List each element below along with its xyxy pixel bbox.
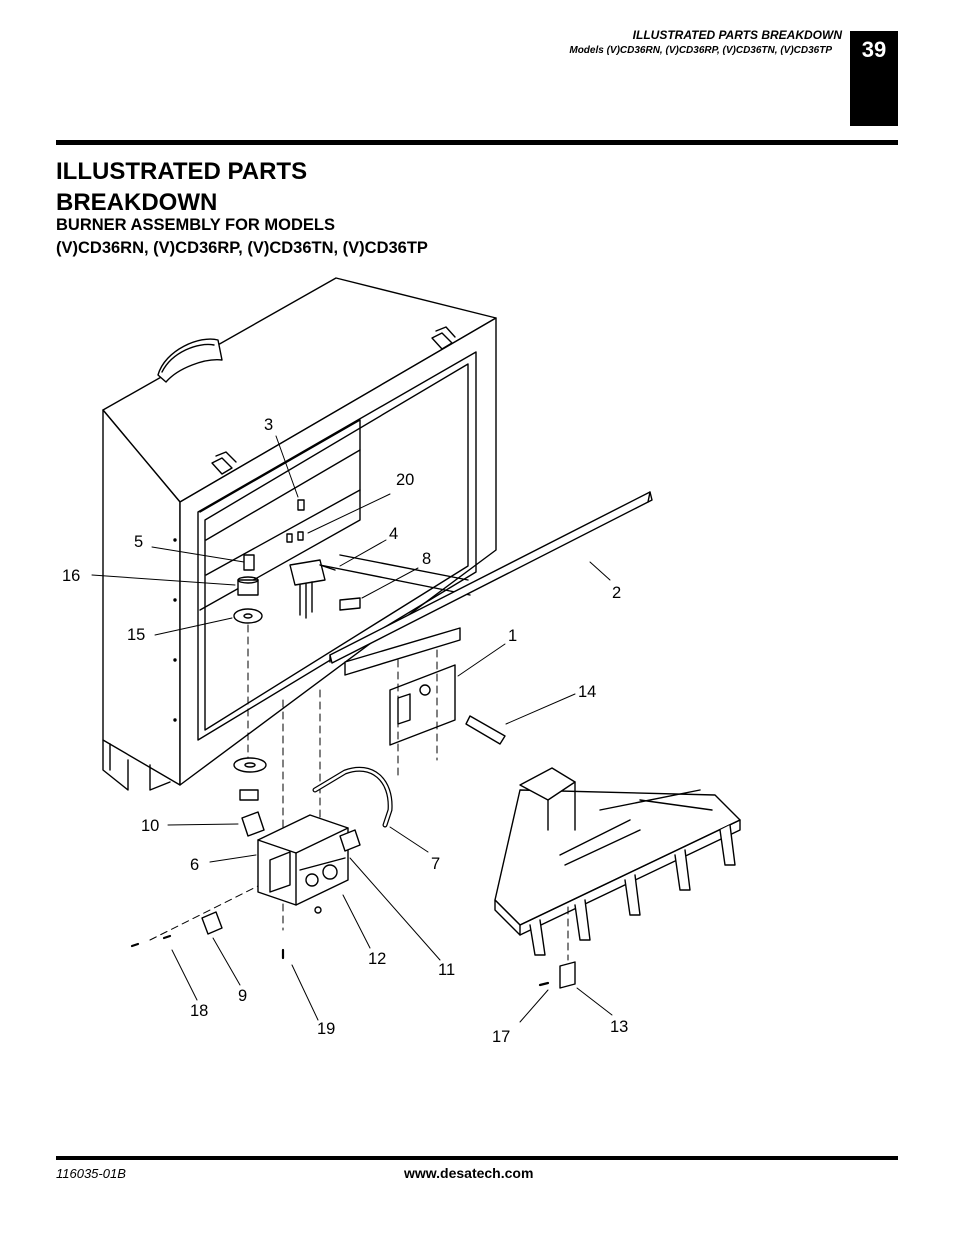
part-17-screw [538, 981, 550, 987]
callout-10: 10 [141, 817, 159, 835]
subtitle-line-1: BURNER ASSEMBLY FOR MODELS [56, 216, 336, 234]
callout-18: 18 [190, 1002, 208, 1020]
part-20-screws [286, 531, 304, 543]
firebox-housing [102, 277, 497, 791]
callout-11: 11 [438, 961, 455, 979]
part-4-pilot-assembly [289, 559, 336, 619]
part-16-nut [237, 576, 259, 596]
callout-13: 13 [610, 1018, 628, 1036]
part-15-gasket [233, 608, 263, 624]
part-9-fitting [201, 911, 223, 935]
page-subtitle: BURNER ASSEMBLY FOR MODELS (V)CD36RN, (V… [56, 214, 616, 260]
part-11-fitting [339, 829, 361, 852]
callout-19: 19 [317, 1020, 335, 1038]
part-8-clip [339, 597, 361, 611]
title-line-1: ILLUSTRATED PARTS [56, 158, 308, 185]
callout-14: 14 [578, 683, 596, 701]
callout-7: 7 [431, 855, 440, 873]
callout-16: 16 [62, 567, 80, 585]
subtitle-line-2: (V)CD36RN, (V)CD36RP, (V)CD36TN, (V)CD36… [56, 239, 428, 257]
header-section-title: ILLUSTRATED PARTS BREAKDOWN [632, 28, 842, 42]
callout-8: 8 [422, 550, 431, 568]
website-link[interactable]: www.desatech.com [404, 1165, 534, 1181]
page-number-tab: 39 [850, 31, 898, 126]
latch-right [431, 326, 456, 350]
part-1-bracket [344, 627, 461, 746]
callout-3: 3 [264, 416, 273, 434]
callouts: 3 20 4 5 8 16 2 15 1 14 10 6 7 12 11 9 1… [62, 416, 628, 1046]
callout-2: 2 [612, 584, 621, 602]
part-6-gas-valve [257, 814, 349, 906]
callout-9: 9 [238, 987, 247, 1005]
part-5-fitting [243, 554, 255, 571]
latch-left [211, 451, 237, 475]
part-3-orifice [297, 499, 305, 511]
part-12-knob [314, 906, 322, 914]
part-7-gas-tube [312, 766, 393, 828]
header-models: Models (V)CD36RN, (V)CD36RP, (V)CD36TN, … [569, 45, 832, 56]
page-title: ILLUSTRATED PARTS BREAKDOWN [56, 156, 456, 218]
callout-1: 1 [508, 627, 517, 645]
document-number: 116035-01B [56, 1166, 126, 1181]
bottom-rule [56, 1156, 898, 1160]
leader-lines [91, 435, 613, 1023]
title-line-2: BREAKDOWN [56, 189, 218, 216]
lower-gasket [233, 757, 267, 801]
burner-tray [494, 767, 741, 956]
callout-12: 12 [368, 950, 386, 968]
part-18-screws [130, 934, 172, 948]
callout-15: 15 [127, 626, 145, 644]
top-rule [56, 140, 898, 145]
callout-4: 4 [389, 525, 398, 543]
part-10-solenoid [241, 811, 265, 837]
callout-20: 20 [396, 471, 414, 489]
callout-6: 6 [190, 856, 199, 874]
part-14-igniter [465, 715, 506, 745]
callout-17: 17 [492, 1028, 510, 1046]
part-2-rail [329, 491, 653, 664]
callout-5: 5 [134, 533, 143, 551]
part-13-bracket [559, 961, 576, 989]
